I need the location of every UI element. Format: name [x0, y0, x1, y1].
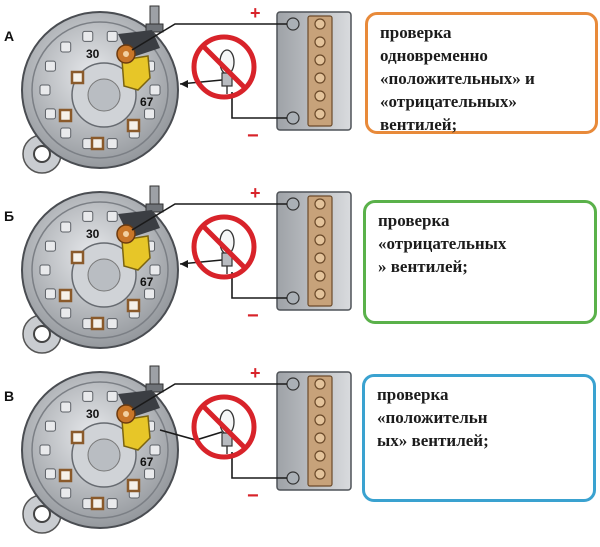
battery-minus-post [286, 471, 300, 485]
prohibited-icon [191, 34, 257, 100]
test-description-box: проверка «положительн ых» вентилей; [362, 374, 596, 502]
wire-negative [231, 272, 287, 299]
wire-positive [131, 203, 287, 231]
battery-minus-sign: − [247, 305, 259, 327]
test-description-box: проверка «отрицательных » вентилей; [363, 200, 597, 324]
test-description-box: проверка одновременно «положительных» и … [365, 12, 598, 134]
battery-minus-sign: − [247, 125, 259, 147]
battery-minus-sign: − [247, 485, 259, 507]
alternator-icon: 30 67 [21, 5, 179, 174]
battery-icon [276, 11, 352, 131]
wire-negative [231, 92, 287, 119]
terminal-label-30: 30 [86, 227, 100, 241]
wiring [131, 203, 287, 299]
wire-positive [131, 23, 287, 51]
prohibited-icon [191, 214, 257, 280]
battery-minus-post [286, 291, 300, 305]
terminal-label-30: 30 [86, 47, 100, 61]
terminal-label-67: 67 [140, 455, 154, 469]
row-label: А [4, 28, 15, 44]
terminal-label-67: 67 [140, 95, 154, 109]
test-row: 30 67 + − [21, 3, 352, 174]
alternator-icon: 30 67 [21, 185, 179, 354]
battery-plus-sign: + [250, 363, 261, 383]
prohibited-icon [191, 394, 257, 460]
battery-plus-post [286, 197, 300, 211]
battery-plus-sign: + [250, 183, 261, 203]
wiring [131, 23, 287, 119]
terminal-label-30: 30 [86, 407, 100, 421]
test-row: 30 67 + − [21, 183, 352, 354]
wire-positive [131, 383, 287, 411]
battery-plus-sign: + [250, 3, 261, 23]
wire-arrow [180, 80, 188, 88]
battery-icon [276, 371, 352, 491]
terminal-label-67: 67 [140, 275, 154, 289]
wire-arrow [180, 260, 188, 268]
test-row: 30 67 + − [21, 363, 352, 534]
battery-plus-post [286, 377, 300, 391]
alternator-icon: 30 67 [21, 365, 179, 534]
wire-negative [231, 452, 287, 479]
row-label: Б [4, 208, 15, 224]
battery-minus-post [286, 111, 300, 125]
battery-plus-post [286, 17, 300, 31]
battery-icon [276, 191, 352, 311]
row-label: В [4, 388, 15, 404]
